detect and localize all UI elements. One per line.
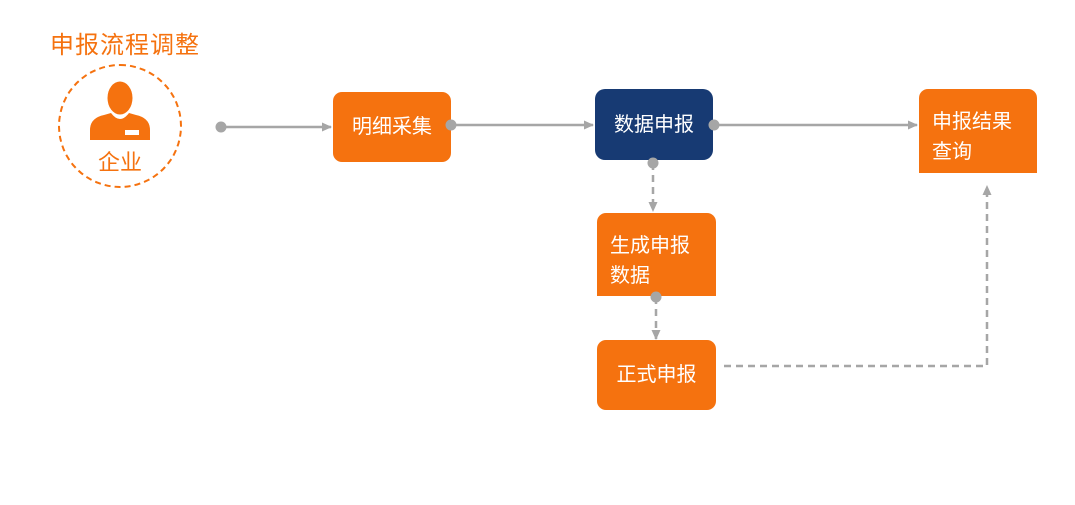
node-formal-declaration[interactable]: 正式申报 — [597, 340, 716, 410]
person-icon — [90, 81, 150, 140]
connector-start-dot — [215, 121, 227, 133]
node-generate-data[interactable]: 生成申报 数据 — [597, 213, 716, 296]
node-data-declaration[interactable]: 数据申报 — [595, 89, 713, 160]
node-result-query-line-1: 申报结果 — [932, 111, 1012, 133]
actor-dashed-circle — [58, 64, 182, 188]
node-generate-data-line-1: 生成申报 — [610, 235, 690, 257]
connector-detail-to-data — [445, 119, 594, 131]
badge-icon — [125, 130, 139, 135]
node-result-query[interactable]: 申报结果 查询 — [919, 89, 1037, 173]
node-detail-collection[interactable]: 明细采集 — [333, 92, 451, 162]
connector-actor-to-detail — [215, 121, 332, 133]
connector-data-to-generate — [647, 157, 659, 212]
node-result-query-line-2: 查询 — [932, 141, 972, 163]
actor-label: 企业 — [97, 150, 142, 175]
node-generate-data-line-2: 数据 — [610, 265, 650, 287]
diagram-title: 申报流程调整 — [50, 32, 200, 59]
connector-formal-to-result — [724, 185, 992, 368]
node-detail-collection-label: 明细采集 — [352, 116, 432, 138]
connector-data-to-result — [708, 119, 918, 131]
node-formal-declaration-label: 正式申报 — [616, 364, 697, 386]
node-data-declaration-label: 数据申报 — [614, 113, 694, 136]
connector-generate-to-formal — [650, 291, 662, 340]
